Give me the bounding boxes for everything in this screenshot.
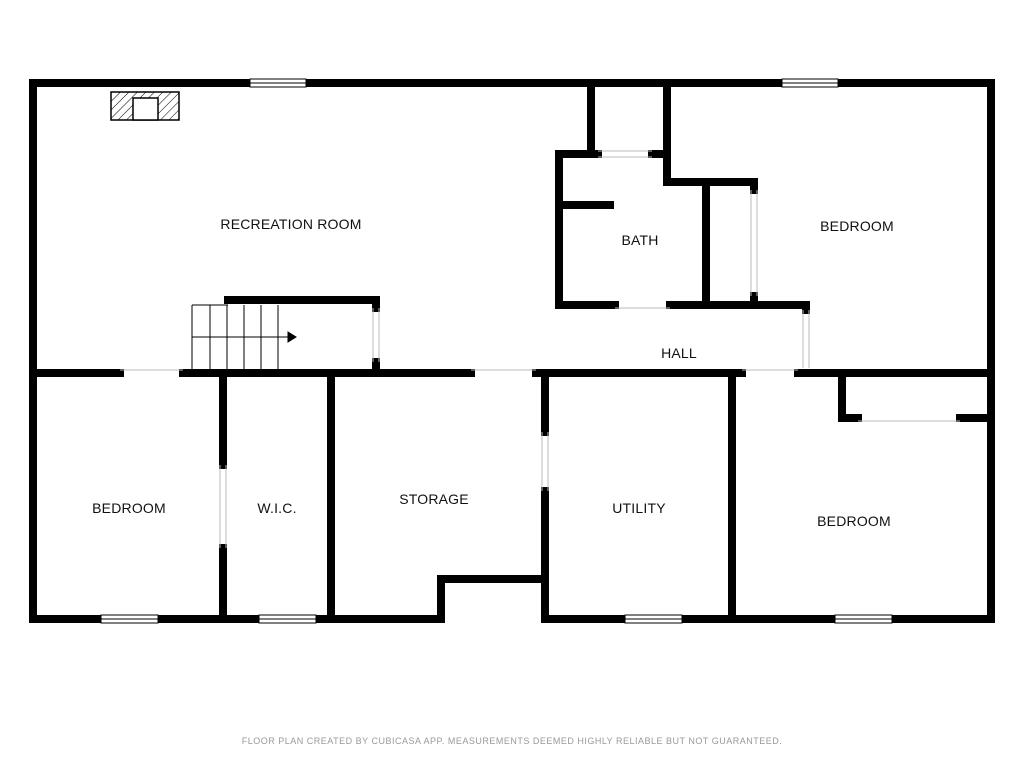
walls [29,79,995,623]
disclaimer-footer: FLOOR PLAN CREATED BY CUBICASA APP. MEAS… [241,736,783,746]
room-label-bedroom-upper-right: BEDROOM [820,218,894,234]
windows [100,78,893,624]
room-label-bedroom-lower-right: BEDROOM [817,513,891,529]
openings [120,150,960,548]
room-label-recreation-room: RECREATION ROOM [220,216,362,232]
room-label-utility: UTILITY [612,500,666,516]
room-label-bedroom-left: BEDROOM [92,500,166,516]
room-label-storage: STORAGE [399,491,469,507]
room-label-bath: BATH [621,232,659,248]
fireplace [110,91,180,121]
room-label-wic: W.I.C. [257,500,297,516]
stairs [191,304,297,369]
room-label-hall: HALL [661,345,697,361]
stair-arrow-icon [287,331,297,343]
